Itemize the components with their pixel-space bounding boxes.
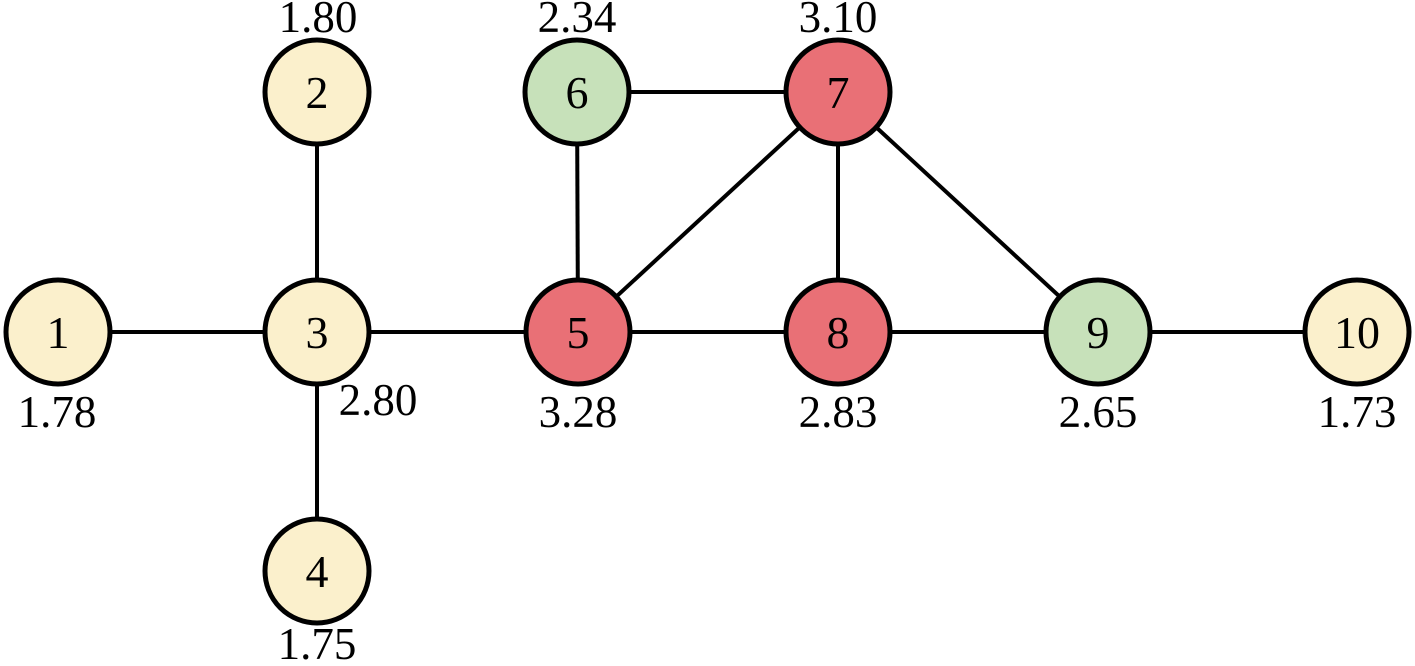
node-6 xyxy=(522,37,632,147)
node-4 xyxy=(262,516,372,626)
node-value-7: 3.10 xyxy=(799,0,878,42)
node-number-8: 8 xyxy=(827,307,850,358)
node-value-8: 2.83 xyxy=(799,387,878,437)
node-1 xyxy=(3,277,113,387)
edge-7-9 xyxy=(836,90,1100,334)
node-9 xyxy=(1043,277,1153,387)
node-value-1: 1.78 xyxy=(18,387,97,437)
node-value-3: 2.80 xyxy=(339,375,418,425)
node-7 xyxy=(783,37,893,147)
node-number-3: 3 xyxy=(306,307,329,358)
node-number-6: 6 xyxy=(566,67,589,118)
node-10 xyxy=(1302,277,1412,387)
node-8 xyxy=(783,277,893,387)
edge-5-7 xyxy=(576,90,840,334)
node-number-10: 10 xyxy=(1334,307,1380,358)
node-number-9: 9 xyxy=(1087,307,1110,358)
node-number-1: 1 xyxy=(47,307,70,358)
node-value-5: 3.28 xyxy=(539,387,618,437)
node-value-6: 2.34 xyxy=(538,0,617,42)
node-2 xyxy=(262,37,372,147)
node-value-10: 1.73 xyxy=(1318,387,1397,437)
node-number-4: 4 xyxy=(306,546,329,597)
node-5 xyxy=(523,277,633,387)
node-value-4: 1.75 xyxy=(278,619,357,666)
node-3 xyxy=(262,277,372,387)
node-number-5: 5 xyxy=(567,307,590,358)
node-number-2: 2 xyxy=(306,67,329,118)
node-value-9: 2.65 xyxy=(1059,387,1138,437)
node-number-7: 7 xyxy=(827,67,850,118)
node-value-2: 1.80 xyxy=(279,0,358,42)
